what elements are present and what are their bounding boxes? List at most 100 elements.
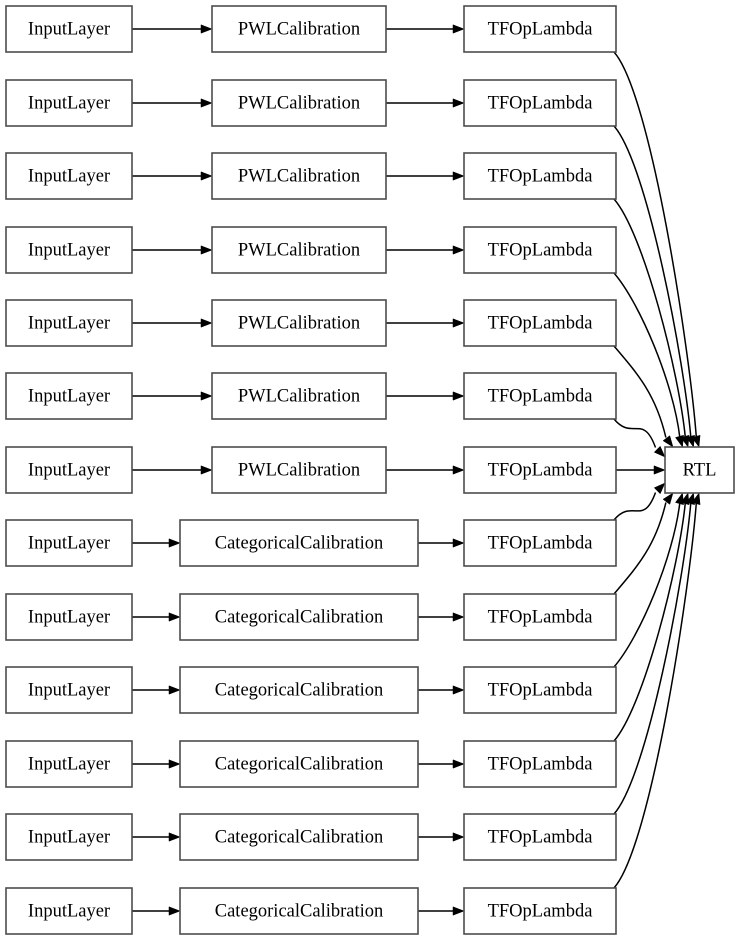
- node-tfoplambda-4-box: [463, 299, 617, 347]
- edge-calibration-to-op-4-arrowhead: [452, 318, 465, 328]
- node-pwlcalibration-5[interactable]: PWLCalibration: [211, 372, 387, 420]
- edge-calibration-to-op-2-arrowhead: [452, 171, 465, 181]
- edge-op-to-rtl-6-arrowhead: [653, 465, 666, 475]
- node-categoricalcalibration-11[interactable]: CategoricalCalibration: [179, 813, 419, 861]
- node-tfoplambda-4-label: TFOpLambda: [488, 313, 593, 333]
- node-pwlcalibration-5-label: PWLCalibration: [238, 386, 360, 406]
- edge-calibration-to-op-6-arrowhead: [452, 465, 465, 475]
- node-tfoplambda-0-label: TFOpLambda: [488, 19, 593, 39]
- node-inputlayer-9[interactable]: InputLayer: [5, 666, 133, 714]
- node-tfoplambda-7[interactable]: TFOpLambda: [463, 519, 617, 567]
- node-rtl-box: [664, 446, 735, 494]
- node-inputlayer-2-label: InputLayer: [28, 166, 110, 186]
- node-tfoplambda-12[interactable]: TFOpLambda: [463, 887, 617, 935]
- node-categoricalcalibration-10[interactable]: CategoricalCalibration: [179, 740, 419, 788]
- node-categoricalcalibration-9-label: CategoricalCalibration: [215, 680, 384, 700]
- node-pwlcalibration-6-label: PWLCalibration: [238, 460, 360, 480]
- node-inputlayer-5-label: InputLayer: [28, 386, 110, 406]
- node-tfoplambda-3[interactable]: TFOpLambda: [463, 226, 617, 274]
- node-tfoplambda-6[interactable]: TFOpLambda: [463, 446, 617, 494]
- edge-input-to-calibration-12-arrowhead: [168, 906, 181, 916]
- node-categoricalcalibration-8[interactable]: CategoricalCalibration: [179, 593, 419, 641]
- node-inputlayer-3[interactable]: InputLayer: [5, 226, 133, 274]
- node-tfoplambda-0[interactable]: TFOpLambda: [463, 5, 617, 53]
- edge-calibration-to-op-3-arrowhead: [452, 245, 465, 255]
- node-pwlcalibration-1[interactable]: PWLCalibration: [211, 79, 387, 127]
- node-tfoplambda-4[interactable]: TFOpLambda: [463, 299, 617, 347]
- edge-op-to-rtl-12-arrowhead: [691, 492, 701, 506]
- edge-input-to-calibration-11-arrowhead: [168, 832, 181, 842]
- node-rtl[interactable]: RTL: [664, 446, 735, 494]
- node-tfoplambda-2-label: TFOpLambda: [488, 166, 593, 186]
- node-inputlayer-6[interactable]: InputLayer: [5, 446, 133, 494]
- node-pwlcalibration-2-box: [211, 152, 387, 200]
- edge-input-to-calibration-2-arrowhead: [200, 171, 213, 181]
- edge-input-to-calibration-4-arrowhead: [200, 318, 213, 328]
- node-inputlayer-6-label: InputLayer: [28, 460, 110, 480]
- node-tfoplambda-0-box: [463, 5, 617, 53]
- node-inputlayer-4-box: [5, 299, 133, 347]
- node-categoricalcalibration-12[interactable]: CategoricalCalibration: [179, 887, 419, 935]
- node-pwlcalibration-3[interactable]: PWLCalibration: [211, 226, 387, 274]
- edge-input-to-calibration-6-arrowhead: [200, 465, 213, 475]
- node-inputlayer-10[interactable]: InputLayer: [5, 740, 133, 788]
- node-tfoplambda-7-box: [463, 519, 617, 567]
- node-categoricalcalibration-11-label: CategoricalCalibration: [215, 827, 384, 847]
- node-inputlayer-5[interactable]: InputLayer: [5, 372, 133, 420]
- node-inputlayer-7[interactable]: InputLayer: [5, 519, 133, 567]
- node-categoricalcalibration-11-box: [179, 813, 419, 861]
- node-pwlcalibration-2-label: PWLCalibration: [238, 166, 360, 186]
- edge-op-to-rtl-5-arrowhead: [653, 445, 666, 458]
- node-pwlcalibration-5-box: [211, 372, 387, 420]
- edge-op-to-rtl-7-curve: [613, 492, 657, 521]
- node-pwlcalibration-3-label: PWLCalibration: [238, 240, 360, 260]
- edge-calibration-to-op-5-arrowhead: [452, 391, 465, 401]
- node-inputlayer-2[interactable]: InputLayer: [5, 152, 133, 200]
- node-inputlayer-0[interactable]: InputLayer: [5, 5, 133, 53]
- node-pwlcalibration-6[interactable]: PWLCalibration: [211, 446, 387, 494]
- node-categoricalcalibration-9[interactable]: CategoricalCalibration: [179, 666, 419, 714]
- node-tfoplambda-10[interactable]: TFOpLambda: [463, 740, 617, 788]
- node-pwlcalibration-4[interactable]: PWLCalibration: [211, 299, 387, 347]
- node-tfoplambda-11[interactable]: TFOpLambda: [463, 813, 617, 861]
- node-pwlcalibration-0[interactable]: PWLCalibration: [211, 5, 387, 53]
- edge-input-to-calibration-3-arrowhead: [200, 245, 213, 255]
- node-tfoplambda-5[interactable]: TFOpLambda: [463, 372, 617, 420]
- node-pwlcalibration-2[interactable]: PWLCalibration: [211, 152, 387, 200]
- node-categoricalcalibration-7-label: CategoricalCalibration: [215, 533, 384, 553]
- node-tfoplambda-6-label: TFOpLambda: [488, 460, 593, 480]
- node-pwlcalibration-4-box: [211, 299, 387, 347]
- node-inputlayer-8[interactable]: InputLayer: [5, 593, 133, 641]
- node-inputlayer-11[interactable]: InputLayer: [5, 813, 133, 861]
- edge-input-to-calibration-5-arrowhead: [200, 391, 213, 401]
- node-pwlcalibration-0-label: PWLCalibration: [238, 19, 360, 39]
- edge-op-to-rtl-8-arrowhead: [662, 492, 674, 505]
- node-inputlayer-4[interactable]: InputLayer: [5, 299, 133, 347]
- node-tfoplambda-1[interactable]: TFOpLambda: [463, 79, 617, 127]
- node-tfoplambda-6-box: [463, 446, 617, 494]
- edge-input-to-calibration-1-arrowhead: [200, 98, 213, 108]
- node-tfoplambda-10-label: TFOpLambda: [488, 754, 593, 774]
- node-inputlayer-2-box: [5, 152, 133, 200]
- node-tfoplambda-8[interactable]: TFOpLambda: [463, 593, 617, 641]
- node-inputlayer-8-box: [5, 593, 133, 641]
- node-inputlayer-12[interactable]: InputLayer: [5, 887, 133, 935]
- node-tfoplambda-8-label: TFOpLambda: [488, 607, 593, 627]
- node-inputlayer-7-box: [5, 519, 133, 567]
- node-tfoplambda-10-box: [463, 740, 617, 788]
- edge-calibration-to-op-7-arrowhead: [452, 538, 465, 548]
- node-inputlayer-12-label: InputLayer: [28, 901, 110, 921]
- edge-op-to-rtl-1-curve: [613, 125, 692, 438]
- node-tfoplambda-2[interactable]: TFOpLambda: [463, 152, 617, 200]
- node-tfoplambda-9[interactable]: TFOpLambda: [463, 666, 617, 714]
- node-tfoplambda-12-label: TFOpLambda: [488, 901, 593, 921]
- edge-op-to-rtl-4-arrowhead: [662, 435, 674, 448]
- node-inputlayer-11-label: InputLayer: [28, 827, 110, 847]
- node-categoricalcalibration-7[interactable]: CategoricalCalibration: [179, 519, 419, 567]
- node-inputlayer-1[interactable]: InputLayer: [5, 79, 133, 127]
- node-inputlayer-0-label: InputLayer: [28, 19, 110, 39]
- edge-input-to-calibration-0-arrowhead: [200, 24, 213, 34]
- node-categoricalcalibration-8-box: [179, 593, 419, 641]
